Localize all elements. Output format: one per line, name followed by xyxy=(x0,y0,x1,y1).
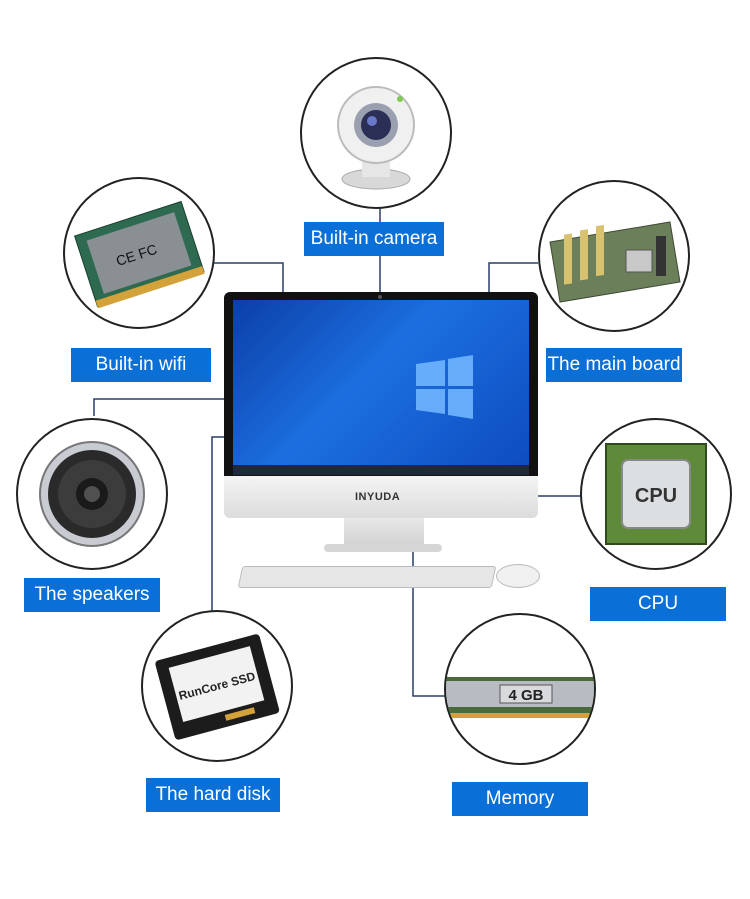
windows-logo-icon xyxy=(233,355,529,475)
memory-circle: 4 GB xyxy=(444,613,596,765)
webcam-icon xyxy=(337,86,415,190)
monitor-stand xyxy=(344,518,424,548)
memory-label: Memory xyxy=(452,782,588,816)
ram-module-icon: 4 GB xyxy=(446,677,594,718)
wifi-circle: CE FC xyxy=(63,177,215,329)
mainboard-circle xyxy=(538,180,690,332)
harddisk-circle: RunCore SSD xyxy=(141,610,293,762)
camera-label: Built-in camera xyxy=(304,222,444,256)
cpu-chip-icon: CPU xyxy=(605,443,707,545)
motherboard-icon xyxy=(549,221,681,303)
cpu-circle: CPU xyxy=(580,418,732,570)
wifi-card-icon: CE FC xyxy=(73,200,205,309)
ssd-icon: RunCore SSD xyxy=(155,634,280,740)
keyboard-icon xyxy=(237,566,497,588)
monitor-brand: INYUDA xyxy=(355,491,401,503)
camera-circle xyxy=(300,57,452,209)
ram-text: 4 GB xyxy=(508,687,543,704)
cpu-chip-text: CPU xyxy=(635,485,677,507)
monitor-chin xyxy=(224,476,538,518)
speakers-circle xyxy=(16,418,168,570)
monitor-base xyxy=(324,544,442,552)
wifi-label: Built-in wifi xyxy=(71,348,211,382)
harddisk-label: The hard disk xyxy=(146,778,280,812)
cpu-label: CPU xyxy=(590,587,726,621)
monitor-screen xyxy=(233,300,529,475)
mouse-icon xyxy=(496,564,540,588)
speakers-label: The speakers xyxy=(24,578,160,612)
mainboard-label: The main board xyxy=(546,348,682,382)
speaker-icon xyxy=(39,441,145,547)
monitor-camera-dot xyxy=(378,295,382,299)
